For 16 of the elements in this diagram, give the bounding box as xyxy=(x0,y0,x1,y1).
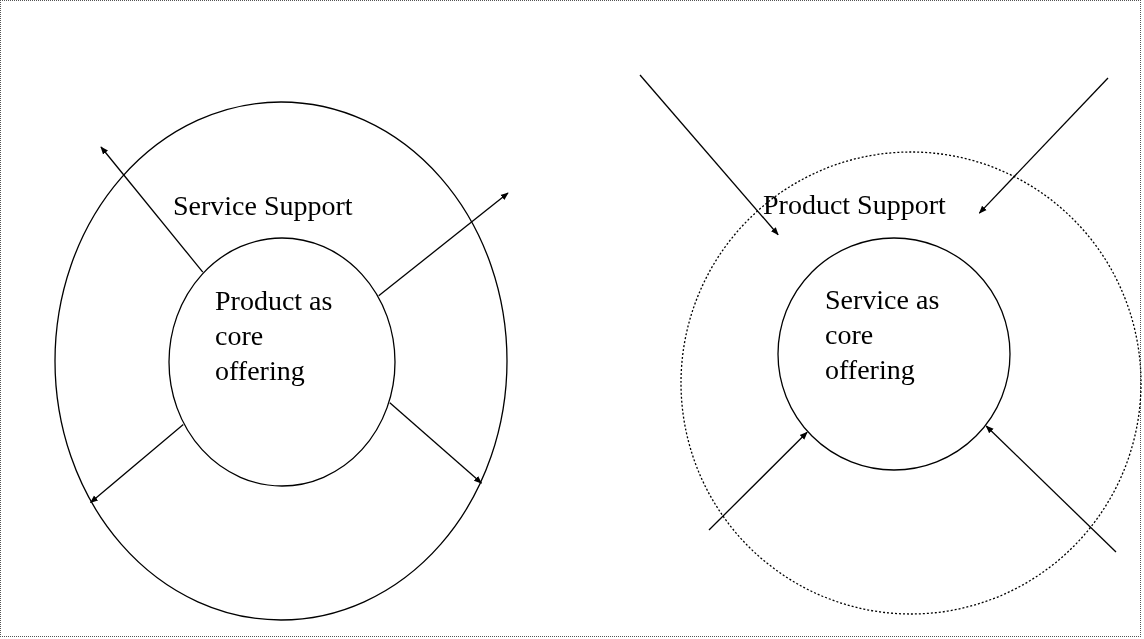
core-circle xyxy=(168,237,396,487)
core-label: Product as core offering xyxy=(215,284,334,388)
ring-label: Service Support xyxy=(173,189,354,223)
arrow xyxy=(639,74,779,236)
arrow xyxy=(985,425,1117,553)
core-label: Service as core offering xyxy=(825,283,941,387)
arrow xyxy=(389,402,483,484)
dotted-circle xyxy=(680,151,1142,615)
arrow xyxy=(378,192,509,297)
ring-label: Product Support xyxy=(763,188,947,222)
arrow xyxy=(100,146,204,273)
arrow xyxy=(978,77,1109,214)
core-circle xyxy=(777,237,1011,471)
arrow xyxy=(89,423,184,504)
arrow xyxy=(708,431,808,531)
outer-ellipse xyxy=(54,101,508,621)
